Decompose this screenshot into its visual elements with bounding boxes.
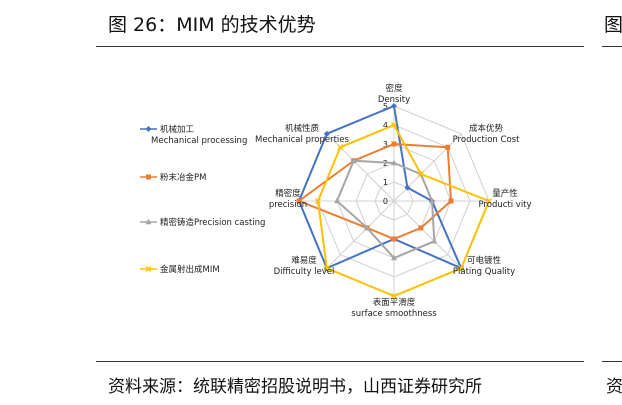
radial-tick-label: 0: [383, 197, 388, 206]
adjacent-figure-fragment: 图: [604, 14, 622, 36]
radial-tick-label: 4: [383, 121, 388, 130]
series-point-3-0: [391, 122, 397, 128]
legend-entry: 精密铸造Precision casting: [160, 217, 265, 228]
legend-swatch-marker: [145, 218, 152, 225]
grid-spoke-3: [393, 200, 462, 269]
series-point-3-1: [417, 171, 424, 178]
top-rule-right: [602, 46, 622, 47]
series-point-0-7: [323, 130, 330, 137]
top-rule: [96, 46, 584, 47]
legend-entry: 粉末冶金PM: [160, 172, 206, 183]
radial-tick-label: 1: [383, 178, 388, 187]
series-point-2-0: [391, 159, 397, 166]
series-point-3-2: [486, 198, 492, 204]
axis-label-cn: 难易度: [291, 255, 317, 266]
axis-label-cn: 可电镀性: [467, 255, 502, 266]
series-point-1-3: [418, 225, 424, 231]
radial-tick-label: 5: [383, 102, 388, 111]
axis-label-cn: 精密度: [275, 188, 301, 199]
radial-tick-label: 3: [383, 140, 388, 149]
legend-entry-sub: Mechanical processing: [151, 136, 247, 146]
series-point-1-4: [391, 236, 397, 242]
axis-label-cn: 成本优势: [469, 123, 504, 134]
adjacent-source-fragment: 资: [606, 377, 622, 397]
axis-label-en: Producti vity: [478, 200, 531, 210]
series-point-1-6: [296, 198, 302, 204]
grid-spoke-5: [326, 200, 395, 269]
series-point-0-0: [391, 103, 397, 109]
series-point-1-2: [448, 198, 454, 204]
series-point-3-7: [337, 144, 344, 151]
series-point-2-7: [350, 157, 357, 163]
axis-label-cn: 量产性: [492, 188, 518, 199]
series-point-2-2: [429, 197, 435, 204]
axis-label-en: precision: [269, 200, 307, 210]
axis-label-en: Plating Quality: [453, 267, 515, 277]
series-point-3-4: [391, 293, 397, 299]
legend-entry: 金属射出成MIM: [160, 264, 220, 275]
series-point-1-0: [391, 141, 397, 147]
series-point-1-1: [445, 144, 451, 150]
series-point-3-6: [315, 198, 321, 204]
bottom-rule: [96, 361, 584, 362]
series-point-3-5: [323, 265, 330, 272]
series-point-2-3: [431, 238, 438, 244]
legend-entry: 机械加工: [160, 124, 195, 135]
series-point-2-5: [364, 224, 371, 231]
axis-label-en: surface smoothness: [351, 309, 437, 319]
axis-label-cn: 密度: [385, 83, 403, 94]
axis-label-en: Mechanical properties: [255, 135, 349, 145]
legend-swatch-marker: [146, 174, 151, 180]
axis-label-cn: 表面平滑度: [373, 297, 416, 308]
source-note: 资料来源：统联精密招股说明书，山西证券研究所: [108, 377, 482, 397]
legend-swatch-marker: [145, 126, 152, 132]
series-point-2-6: [334, 197, 340, 204]
legend-swatch-marker: [145, 266, 152, 272]
axis-label-en: Production Cost: [453, 135, 520, 145]
series-point-0-1: [404, 184, 411, 191]
axis-label-cn: 机械性质: [285, 123, 320, 134]
axis-label-en: Density: [378, 95, 410, 105]
axis-label-en: Difficulty level: [274, 267, 335, 277]
series-point-2-4: [391, 254, 397, 261]
series-point-3-3: [458, 265, 465, 272]
figure-title: 图 26：MIM 的技术优势: [108, 14, 316, 36]
bottom-rule-right: [602, 361, 622, 362]
